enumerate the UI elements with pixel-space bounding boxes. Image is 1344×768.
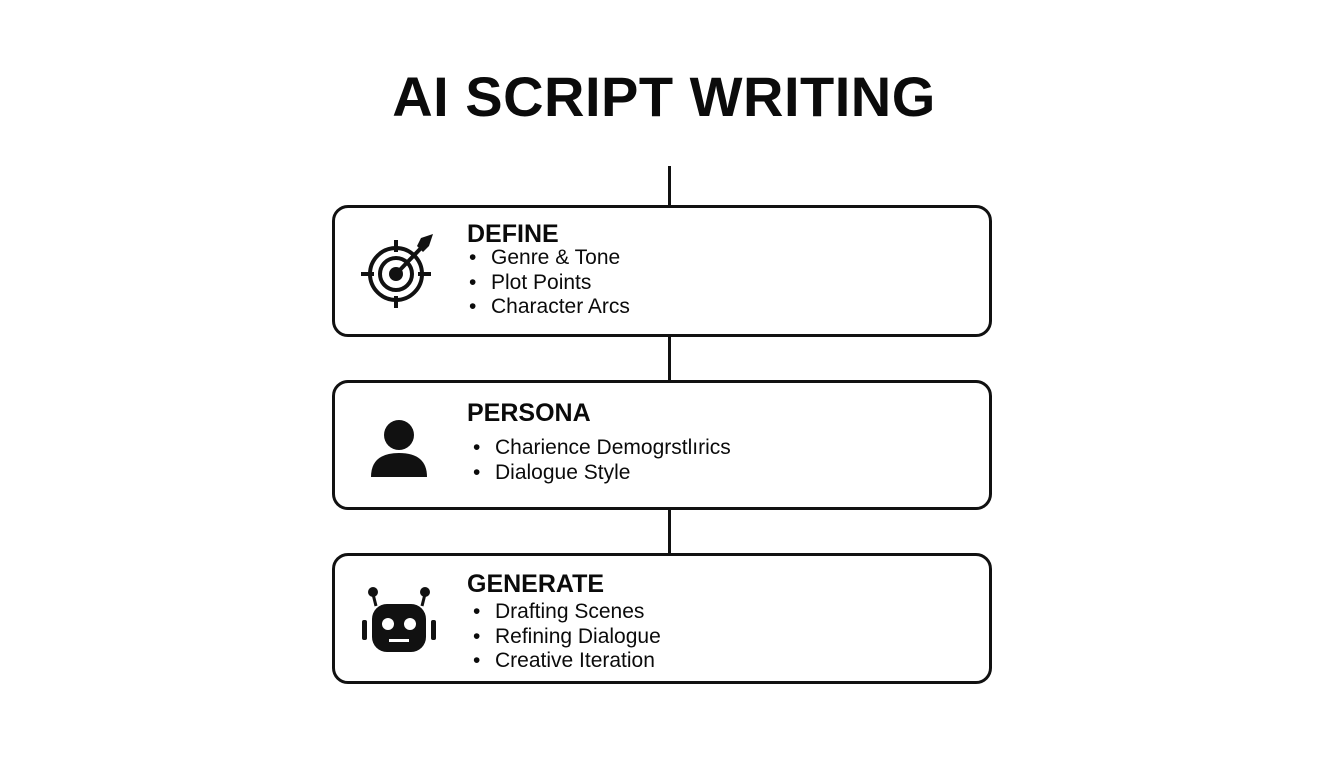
bullet-item: Character Arcs	[469, 295, 630, 320]
diagram-title: AI SCRIPT WRITING	[392, 65, 936, 128]
connector-line	[668, 508, 671, 555]
step-title: GENERATE	[467, 570, 605, 598]
step-bullets: Drafting Scenes Refining Dialogue Creati…	[473, 600, 661, 674]
person-icon	[371, 420, 427, 477]
bullet-item: Plot Points	[469, 271, 630, 296]
step-title: PERSONA	[467, 399, 591, 427]
step-card-generate: GENERATE Drafting Scenes Refining Dialog…	[332, 553, 992, 684]
step-bullets: Genre & Tone Plot Points Character Arcs	[469, 246, 630, 320]
connector-line	[668, 335, 671, 382]
robot-icon	[362, 587, 436, 652]
step-bullets: Charience Demogrstlırics Dialogue Style	[473, 436, 731, 485]
step-card-persona: PERSONA Charience Demogrstlırics Dialogu…	[332, 380, 992, 510]
bullet-item: Charience Demogrstlırics	[473, 436, 731, 461]
target-arrow-icon	[361, 234, 433, 308]
step-card-define: DEFINE Genre & Tone Plot Points Characte…	[332, 205, 992, 337]
bullet-item: Genre & Tone	[469, 246, 630, 271]
connector-line	[668, 166, 671, 207]
step-title: DEFINE	[467, 220, 559, 248]
bullet-item: Creative Iteration	[473, 649, 661, 674]
bullet-item: Drafting Scenes	[473, 600, 661, 625]
bullet-item: Dialogue Style	[473, 461, 731, 486]
bullet-item: Refining Dialogue	[473, 625, 661, 650]
